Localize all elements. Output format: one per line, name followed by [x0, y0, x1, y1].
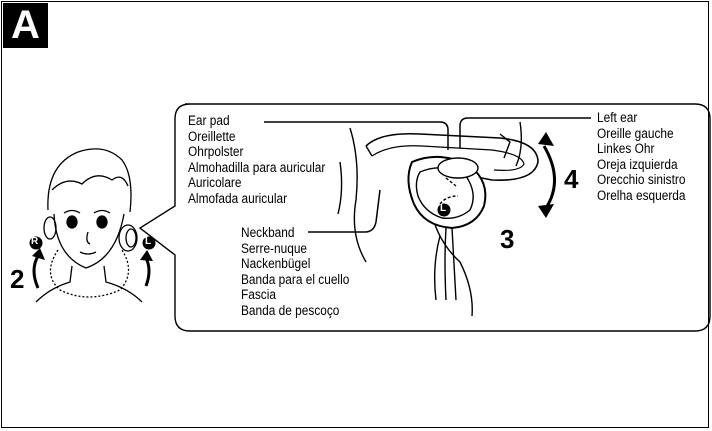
left-ear-label-en: Left ear — [597, 110, 638, 125]
marker-left-icon — [142, 236, 156, 250]
left-ear-label-it: Orecchio sinistro — [597, 172, 686, 188]
ear-pad-label-it: Auricolare — [188, 175, 242, 191]
ear-pad-leader — [264, 121, 449, 150]
ear-pad-label-pt: Almofada auricular — [188, 190, 288, 206]
marker-left-label: L — [145, 236, 152, 247]
ear-pad-label-de: Ohrpolster — [188, 144, 244, 160]
left-ear-leader — [459, 117, 591, 148]
neckband-label-fr: Serre-nuque — [241, 240, 308, 256]
marker-right-label: R — [31, 236, 39, 247]
ear-pad-label-en: Ear pad — [188, 113, 230, 128]
left-ear-label-de: Linkes Ohr — [597, 141, 655, 157]
step4-rotation-arrow — [542, 145, 556, 209]
ear-pad-label-es: Almohadilla para auricular — [188, 159, 326, 175]
step-3-number: 3 — [500, 224, 515, 254]
neckband-label-en: Neckband — [241, 225, 295, 240]
callout-bubble — [138, 103, 711, 332]
ear-pad-labels: Ear pad Oreillette Ohrpolster Almohadill… — [188, 113, 325, 207]
left-ear-label-pt: Orelha esquerda — [597, 187, 686, 203]
marker-earpiece-left-icon — [437, 203, 451, 217]
neckband-labels: Neckband Serre-nuque Nackenbügel Banda p… — [241, 225, 349, 319]
marker-earpiece-left-label: L — [440, 203, 447, 214]
step-4-number: 4 — [564, 164, 579, 194]
neckband-label-de: Nackenbügel — [241, 256, 311, 272]
headphone-illustration — [337, 121, 539, 317]
left-ear-label-fr: Oreille gauche — [597, 125, 674, 141]
marker-right-icon — [29, 236, 43, 250]
neckband-label-pt: Banda de pescoço — [241, 302, 340, 318]
step2-arrow-left — [144, 257, 151, 287]
person-figure — [35, 148, 143, 303]
left-ear-labels: Left ear Oreille gauche Linkes Ohr Oreja… — [597, 110, 686, 204]
neckband-label-it: Fascia — [241, 287, 276, 303]
neckband-label-es: Banda para el cuello — [241, 271, 350, 287]
step2-arrow-right — [32, 255, 40, 289]
step-2-number: 2 — [10, 264, 25, 294]
step-badge: A — [3, 3, 48, 48]
ear-pad-label-fr: Oreillette — [188, 128, 236, 144]
neckband-leader — [308, 189, 381, 233]
left-ear-label-es: Oreja izquierda — [597, 156, 678, 172]
